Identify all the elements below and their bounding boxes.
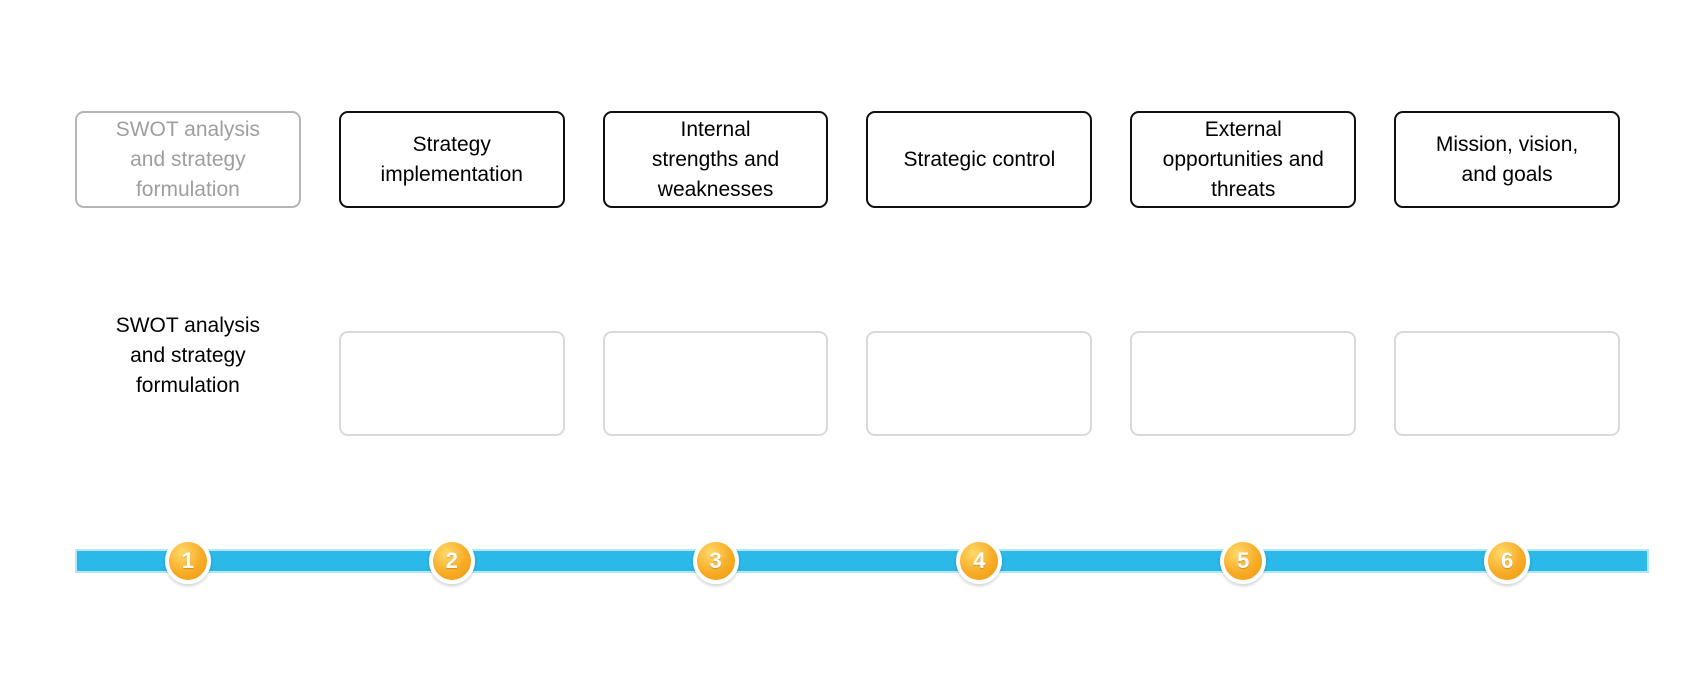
bank-item-internal-strengths-weaknesses[interactable]: Internal strengths and weaknesses — [602, 111, 829, 208]
timeline-step-cell: 6 — [1394, 538, 1620, 584]
timeline-step-3-marker: 3 — [692, 538, 739, 584]
timeline-step-cell: 1 — [75, 538, 301, 584]
bank-item-mission-vision-goals[interactable]: Mission, vision, and goals — [1394, 111, 1620, 208]
placed-item-swot-analysis[interactable]: SWOT analysis and strategy formulation — [115, 313, 261, 397]
answer-sequence-row: SWOT analysis and strategy formulation — [75, 314, 1620, 436]
bank-item-swot-analysis: SWOT analysis and strategy formulation — [75, 111, 301, 208]
bank-item-strategic-control[interactable]: Strategic control — [866, 111, 1093, 208]
sequence-slot-1: SWOT analysis and strategy formulation — [75, 314, 301, 436]
item-bank: SWOT analysis and strategy formulation S… — [75, 111, 1620, 208]
timeline-step-6-marker: 6 — [1484, 538, 1531, 584]
sequence-slot-6[interactable] — [1394, 331, 1620, 436]
sequence-slot-5[interactable] — [1130, 331, 1357, 436]
bank-item-label: Mission, vision, and goals — [1435, 132, 1579, 186]
timeline-step-4-marker: 4 — [956, 538, 1003, 584]
timeline-bar — [75, 549, 1649, 573]
bank-item-label: Strategy implementation — [380, 132, 523, 186]
bank-item-label: External opportunities and threats — [1162, 117, 1324, 201]
timeline-steps: 1 2 3 4 5 6 — [75, 538, 1620, 584]
timeline-step-2-marker: 2 — [428, 538, 475, 584]
timeline-step-5-marker: 5 — [1220, 538, 1267, 584]
sequence-slot-3[interactable] — [602, 331, 829, 436]
timeline-step-cell: 5 — [1130, 538, 1356, 584]
timeline-step-cell: 3 — [603, 538, 829, 584]
timeline-step-1-marker: 1 — [164, 538, 211, 584]
bank-item-label: Strategic control — [903, 147, 1056, 171]
sequence-slot-2[interactable] — [338, 331, 565, 436]
bank-item-external-opportunities-threats[interactable]: External opportunities and threats — [1130, 111, 1357, 208]
bank-item-label: Internal strengths and weaknesses — [651, 117, 780, 201]
bank-item-strategy-implementation[interactable]: Strategy implementation — [338, 111, 565, 208]
timeline-step-cell: 2 — [339, 538, 565, 584]
bank-item-label: SWOT analysis and strategy formulation — [115, 117, 261, 201]
sequence-slot-4[interactable] — [866, 331, 1093, 436]
timeline-step-cell: 4 — [866, 538, 1092, 584]
